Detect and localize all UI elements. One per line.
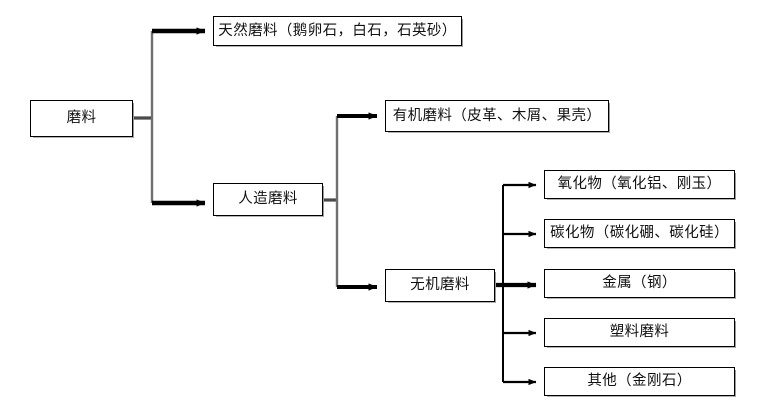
node-label: 磨料: [66, 110, 97, 127]
node-carbide[interactable]: 碳化物（碳化硼、碳化硅）: [544, 219, 736, 249]
node-label: 碳化物（碳化硼、碳化硅）: [550, 225, 729, 242]
node-label: 金属（钢）: [602, 275, 677, 292]
node-root-abrasive[interactable]: 磨料: [30, 100, 134, 138]
node-label: 无机磨料: [410, 277, 470, 294]
node-plastic-abrasive[interactable]: 塑料磨料: [544, 318, 736, 348]
node-natural-abrasive[interactable]: 天然磨料（鹅卵石，白石，石英砂）: [213, 16, 463, 47]
edge-root-natural: [133, 27, 206, 203]
node-label: 人造磨料: [238, 191, 298, 208]
node-label: 氧化物（氧化铝、刚玉）: [557, 176, 722, 193]
node-label: 塑料磨料: [609, 324, 670, 341]
node-organic-abrasive[interactable]: 有机磨料（皮革、木屑、果壳）: [385, 100, 610, 133]
node-oxide[interactable]: 氧化物（氧化铝、刚玉）: [544, 170, 736, 200]
node-label: 天然磨料（鹅卵石，白石，石英砂）: [218, 22, 457, 39]
node-label: 有机磨料（皮革、木屑、果壳）: [392, 107, 602, 124]
node-inorganic-abrasive[interactable]: 无机磨料: [385, 269, 496, 303]
node-other-diamond[interactable]: 其他（金刚石）: [544, 367, 736, 397]
node-label: 其他（金刚石）: [587, 373, 692, 390]
node-synthetic-abrasive[interactable]: 人造磨料: [213, 183, 324, 217]
node-metal[interactable]: 金属（钢）: [544, 269, 736, 299]
edge-synthetic-organic: [323, 112, 378, 287]
